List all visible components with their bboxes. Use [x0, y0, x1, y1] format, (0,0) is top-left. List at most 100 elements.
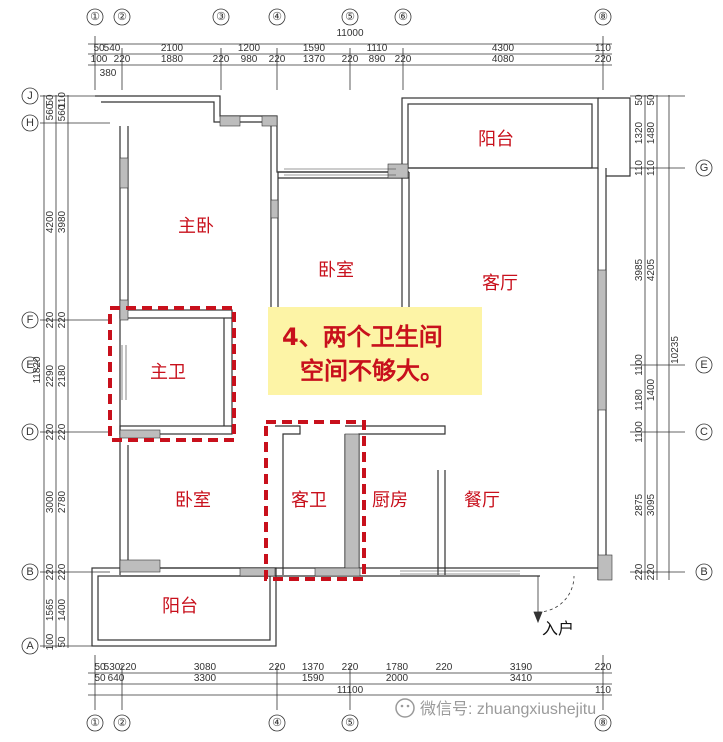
- dim-top-r1-4: 1590: [303, 43, 326, 54]
- room-balcony-top: 阳台: [478, 129, 514, 150]
- room-kitchen: 厨房: [372, 490, 408, 511]
- dim-right-r2-6: 220: [646, 563, 657, 580]
- dim-left-r2-9: 50: [57, 636, 68, 648]
- axis-left-J: J: [27, 90, 33, 102]
- dim-bot-r2-1: 640: [108, 673, 125, 684]
- axis-top-4: ④: [272, 11, 282, 23]
- dim-top-r2-1: 220: [114, 54, 131, 65]
- dim-top-r1-6: 4300: [492, 43, 515, 54]
- axis-top-1: ①: [90, 11, 100, 23]
- dim-bot-r2-4: 2000: [386, 673, 409, 684]
- room-balcony-bottom: 阳台: [162, 596, 198, 617]
- dimension-texts: 11000 50 540 2100 1200 1590 1110 4300 11…: [91, 28, 612, 696]
- dim-right-r1-6: 1100: [634, 421, 645, 443]
- dim-left-r2-7: 220: [57, 563, 68, 580]
- dim-right-r2-3: 4205: [646, 258, 657, 281]
- axis-right-B: B: [700, 566, 707, 578]
- dim-right-r1-1: 1320: [634, 121, 645, 144]
- axis-left-F: F: [27, 314, 34, 326]
- wechat-icon: [395, 698, 415, 718]
- dim-bot-r1-9: 3190: [510, 662, 533, 673]
- dim-left-r1-4: 2290: [45, 364, 56, 387]
- dim-right-r1-7: 2875: [634, 493, 645, 516]
- dim-bot-r1-10: 220: [595, 662, 612, 673]
- watermark-text: 微信号: zhuangxiushejitu: [420, 700, 596, 718]
- dim-top-r2-9: 220: [395, 54, 412, 65]
- room-dining: 餐厅: [464, 490, 500, 511]
- dim-top-r2-3: 220: [213, 54, 230, 65]
- dim-left-r1-7: 220: [45, 563, 56, 580]
- axis-bottom-8: ⑧: [598, 717, 608, 729]
- dim-bot-r1-0: 50: [94, 662, 106, 673]
- note-box: [268, 307, 482, 395]
- dim-bot-r1-6: 220: [342, 662, 359, 673]
- entrance-label: 入户: [542, 619, 574, 638]
- dim-bot-r1-1: 530: [104, 662, 121, 673]
- dim-top-r1-3: 1200: [238, 43, 261, 54]
- dim-left-r1-3: 220: [45, 311, 56, 328]
- axis-bottom-5: ⑤: [345, 717, 355, 729]
- axis-left-E: E: [26, 359, 33, 371]
- dim-top-r2-10: 4080: [492, 54, 515, 65]
- dim-top-r2-6: 1370: [303, 54, 326, 65]
- room-bedroom-low: 卧室: [175, 490, 211, 511]
- axis-bottom-2: ②: [117, 717, 127, 729]
- dim-top-r3-0: 380: [100, 68, 117, 79]
- dim-bot-r1-7: 1780: [386, 662, 409, 673]
- dim-right-total: 10235: [670, 336, 681, 364]
- dim-bot-r2-2: 3300: [194, 673, 217, 684]
- axis-bottom-4: ④: [272, 717, 282, 729]
- dim-left-r1-6: 3000: [45, 490, 56, 513]
- dim-top-r2-8: 890: [369, 54, 386, 65]
- dim-left-total: 11820: [32, 356, 43, 384]
- dim-bot-r1-3: 3080: [194, 662, 217, 673]
- top-dimensions: [88, 36, 612, 90]
- note-line-2: 空间不够大。: [300, 357, 444, 385]
- dim-left-r1-2: 4200: [45, 210, 56, 233]
- dim-top-r1-1: 540: [104, 43, 121, 54]
- dim-right-r2-2: 110: [646, 160, 657, 176]
- dim-left-r1-5: 220: [45, 423, 56, 440]
- dim-left-r2-6: 2780: [57, 490, 68, 513]
- room-living-room: 客厅: [482, 273, 518, 294]
- dim-top-r2-7: 220: [342, 54, 359, 65]
- room-master-bedroom: 主卧: [178, 216, 214, 237]
- dim-left-r1-9: 100: [45, 633, 56, 650]
- dim-left-r1-8: 1565: [45, 598, 56, 621]
- dim-left-r1-1: 560: [45, 103, 56, 120]
- dim-right-r1-5: 1180: [634, 389, 645, 411]
- axis-bottom-1: ①: [90, 717, 100, 729]
- axis-left-D: D: [26, 426, 34, 438]
- walls: [91, 95, 631, 647]
- dim-bot-r1-5: 1370: [302, 662, 325, 673]
- dim-right-r1-2: 110: [634, 160, 645, 176]
- dim-right-r2-1: 1480: [646, 121, 657, 144]
- dim-bot-r2-0: 50: [94, 673, 106, 684]
- dim-right-r2-5: 3095: [646, 493, 657, 516]
- axis-left-H: H: [26, 117, 34, 129]
- dim-right-r2-0: 50: [646, 94, 657, 106]
- dim-bot-r2-5: 3410: [510, 673, 533, 684]
- dim-left-r1-0: 50: [45, 94, 56, 106]
- dim-bot-r2-3: 1590: [302, 673, 325, 684]
- right-dimension-texts: 10235 50 1320 110 3985 1100 1180 1100 28…: [634, 94, 681, 580]
- axis-markers: [21, 8, 713, 732]
- dim-right-r1-8: 220: [634, 563, 645, 580]
- dim-top-r2-4: 980: [241, 54, 258, 65]
- dim-bot-r1-8: 220: [436, 662, 453, 673]
- wall-hatch: [119, 115, 613, 581]
- dim-top-r1-5: 1110: [367, 43, 388, 54]
- dim-top-total: 11000: [336, 28, 364, 39]
- room-bedroom-mid: 卧室: [318, 260, 354, 281]
- dim-left-r2-2: 3980: [57, 210, 68, 233]
- dim-bot-r1-2: 220: [120, 662, 137, 673]
- room-guest-bath: 客卫: [291, 490, 327, 511]
- dim-right-r1-0: 50: [634, 94, 645, 106]
- axis-top-5: ⑤: [345, 11, 355, 23]
- dim-left-r2-8: 1400: [57, 598, 68, 621]
- dim-right-r1-4: 1100: [634, 354, 645, 376]
- dim-right-r1-3: 3985: [634, 258, 645, 281]
- dim-left-r2-0: 110: [57, 92, 68, 108]
- dim-left-r2-4: 2180: [57, 364, 68, 387]
- axis-right-E: E: [700, 359, 707, 371]
